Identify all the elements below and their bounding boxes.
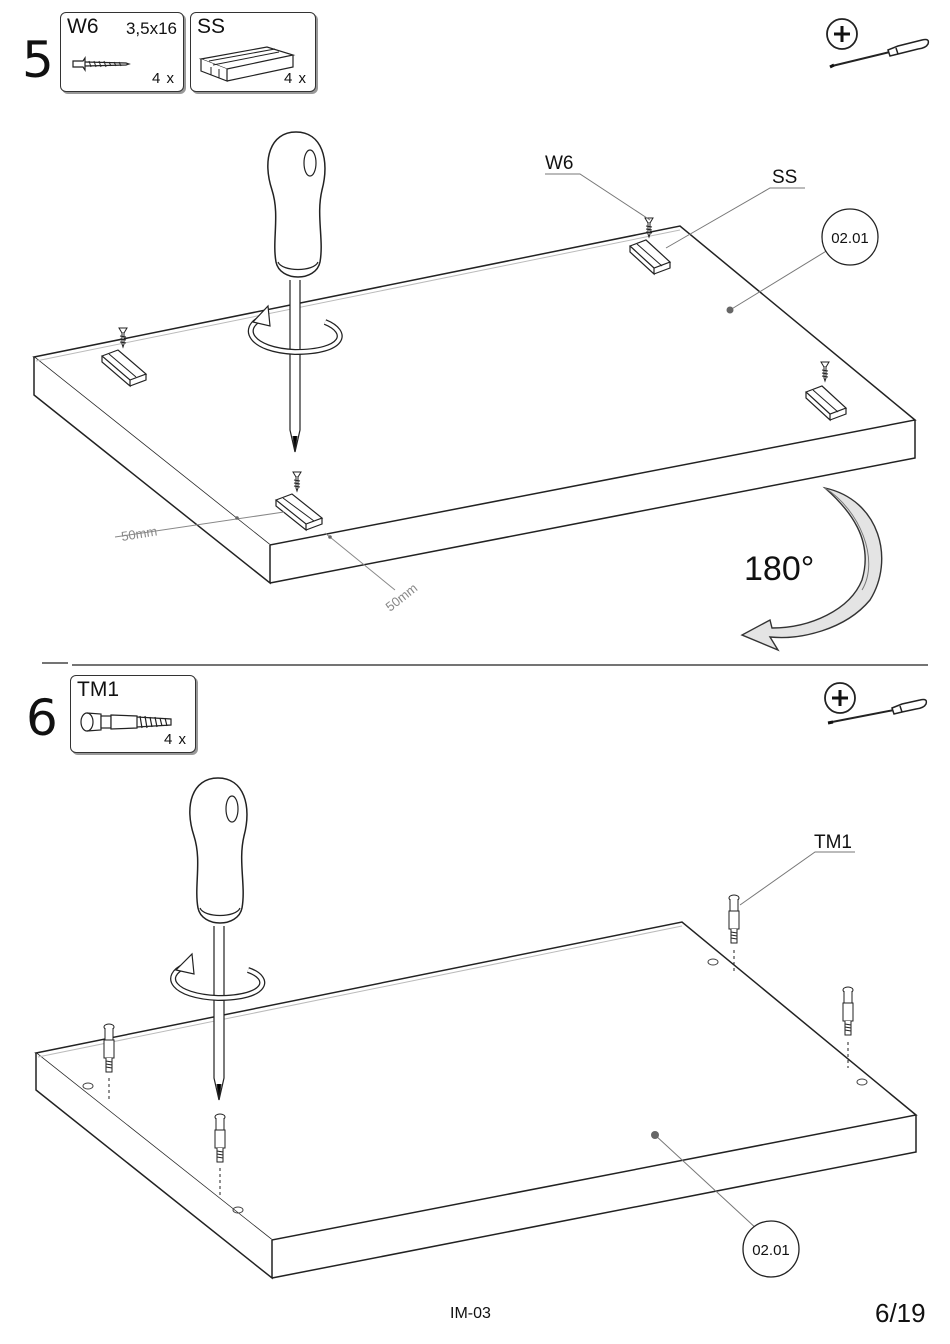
page-number: 6/19 — [875, 1298, 926, 1329]
step-separator — [42, 663, 928, 665]
panel-callout-label: 02.01 — [831, 230, 869, 247]
tm1-label: TM1 — [814, 832, 852, 853]
dimension-label: 50mm — [383, 580, 421, 614]
document-code: IM-03 — [450, 1305, 491, 1323]
ss-label: SS — [772, 167, 797, 188]
reference-dot — [651, 1131, 659, 1139]
reference-dot — [727, 307, 734, 314]
panel-callout-label: 02.01 — [752, 1242, 790, 1259]
rotation-label: 180° — [744, 550, 814, 588]
dimension-label: 50mm — [120, 523, 158, 543]
w6-label: W6 — [545, 153, 574, 174]
